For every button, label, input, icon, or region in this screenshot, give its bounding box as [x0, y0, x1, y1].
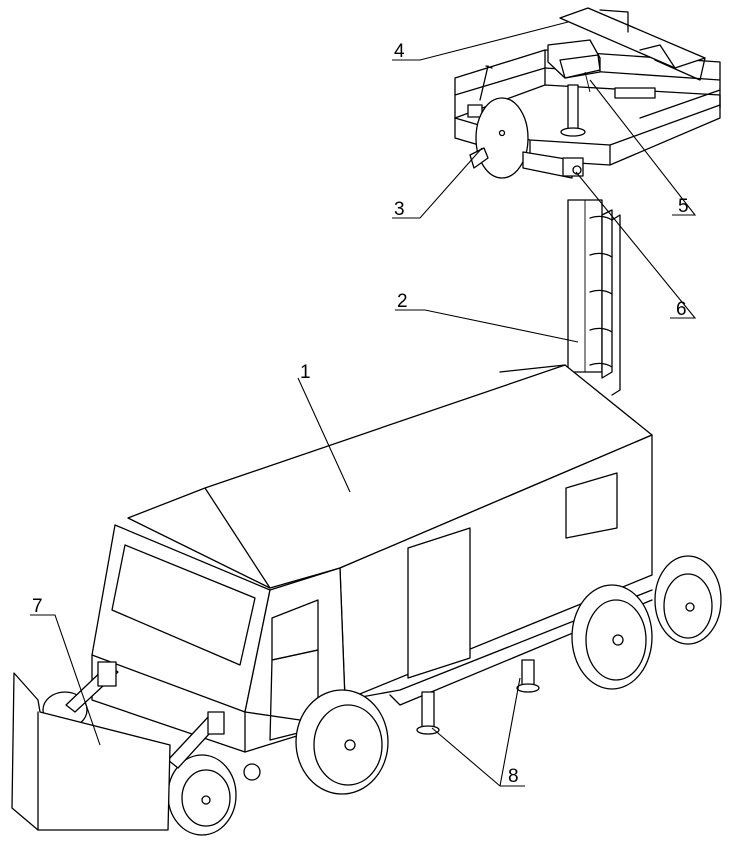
- leader-lines: [30, 21, 697, 787]
- support-legs: [416, 659, 540, 735]
- vehicle-body: [91, 364, 653, 753]
- callout-6: 6: [676, 299, 687, 320]
- callout-8: 8: [508, 766, 519, 787]
- callout-4: 4: [394, 41, 405, 62]
- callout-2: 2: [397, 291, 408, 312]
- top-platform: [454, 7, 721, 179]
- callout-7: 7: [32, 596, 43, 617]
- front-blade: [11, 661, 261, 831]
- callout-labels: 1 2 3 4 5 6 7 8: [32, 41, 689, 787]
- wheels: [42, 555, 722, 836]
- telescopic-mast: [567, 199, 621, 396]
- callout-1: 1: [300, 362, 311, 383]
- callout-3: 3: [394, 199, 405, 220]
- callout-5: 5: [678, 196, 689, 217]
